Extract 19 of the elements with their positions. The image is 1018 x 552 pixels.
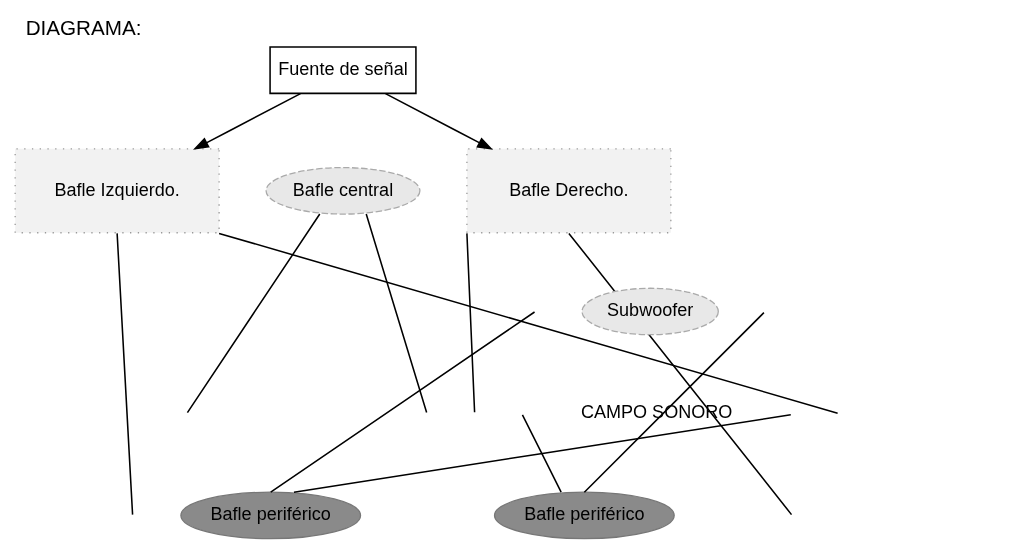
node-box: Bafle Derecho. [465, 148, 671, 234]
connector [186, 213, 321, 414]
node-ellipse: Bafle periférico [493, 491, 675, 540]
node-ellipse: Bafle periférico [179, 491, 361, 540]
connector [521, 414, 562, 493]
connector [364, 213, 427, 414]
node-box: Fuente de señal [268, 46, 417, 95]
connector [292, 414, 792, 493]
diagram-title: DIAGRAMA: [25, 16, 141, 40]
arrow [384, 92, 493, 150]
connector [269, 311, 535, 493]
arrow [192, 92, 301, 150]
connector [465, 232, 475, 414]
connector [217, 232, 838, 414]
node-ellipse: Subwoofer [580, 287, 719, 336]
connector [583, 311, 765, 493]
node-ellipse: Bafle central [264, 166, 421, 215]
node-box: Bafle Izquierdo. [14, 148, 220, 234]
connector [115, 232, 133, 516]
